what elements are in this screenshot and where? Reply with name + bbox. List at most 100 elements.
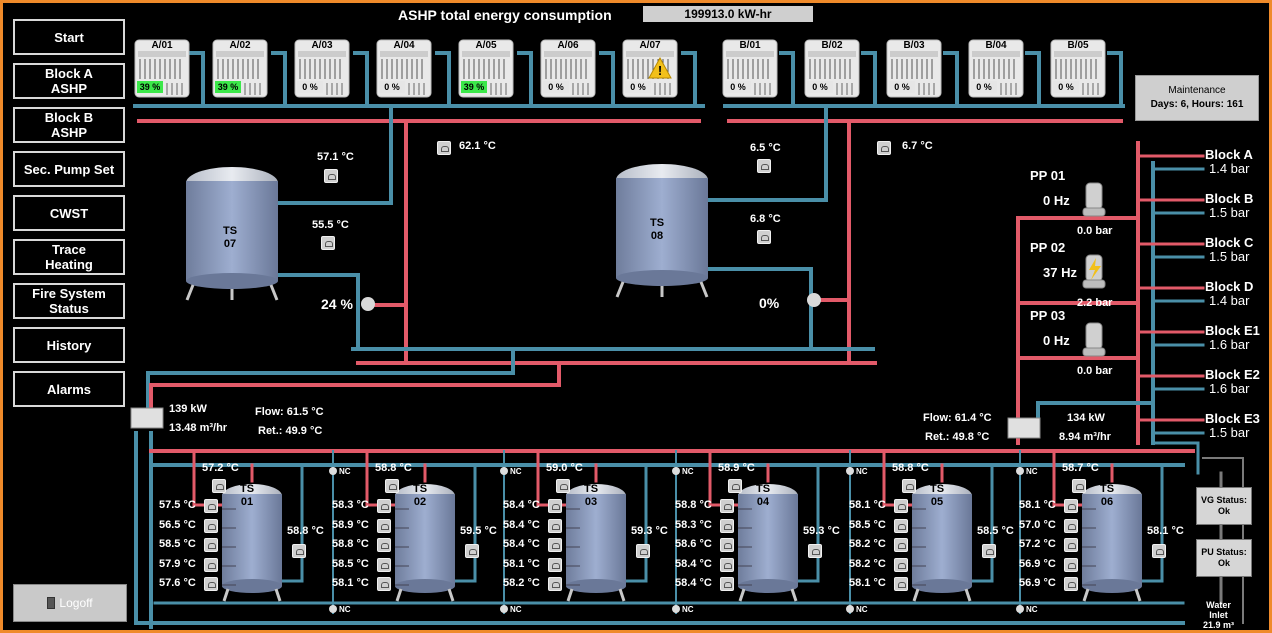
a-header-sensor-icon[interactable] [437, 141, 451, 155]
tank-layer-sensor-icon[interactable] [894, 499, 908, 513]
tank-layer-sensor-icon[interactable] [720, 538, 734, 552]
tank-layer-sensor-icon[interactable] [1064, 518, 1078, 533]
ts07-top-sensor-icon[interactable] [324, 169, 338, 183]
storage-tank-icon[interactable] [912, 484, 972, 602]
tank-layer-sensor-icon[interactable] [377, 538, 391, 552]
tank-top-sensor-icon[interactable] [902, 479, 916, 493]
tank-layer-sensor-icon[interactable] [720, 499, 734, 513]
nav-cwst-button[interactable]: CWST [13, 195, 125, 231]
tank-layer-sensor-icon[interactable] [377, 577, 391, 591]
block-name[interactable]: Block B [1205, 191, 1254, 206]
tank-top-sensor-icon[interactable] [385, 479, 399, 493]
tank-layer-sensor-icon[interactable] [1064, 557, 1078, 572]
tank-layer-sensor-icon[interactable] [548, 577, 562, 591]
nav-start-button[interactable]: Start [13, 19, 125, 55]
storage-tank-icon[interactable] [222, 484, 282, 602]
nc-valve-icon[interactable] [500, 605, 508, 613]
tank-side-sensor-icon[interactable] [982, 544, 996, 558]
tank-layer-sensor-icon[interactable] [548, 499, 562, 513]
tank-side-sensor-icon[interactable] [292, 544, 306, 558]
pump-icon[interactable] [1082, 322, 1106, 357]
warning-icon[interactable]: ! [648, 56, 672, 79]
block-name[interactable]: Block E2 [1205, 367, 1260, 382]
tank-layer-sensor-icon[interactable] [377, 499, 391, 513]
nav-fire-system-status-button[interactable]: Fire System Status [13, 283, 125, 319]
tank-layer-sensor-icon[interactable] [894, 557, 908, 572]
block-name[interactable]: Block E1 [1205, 323, 1260, 338]
tank-top-sensor-icon[interactable] [728, 479, 742, 493]
storage-tank-icon[interactable] [1082, 484, 1142, 602]
tank-layer-sensor-icon[interactable] [720, 518, 734, 533]
tank-top-sensor-icon[interactable] [212, 479, 226, 493]
tank-side-sensor-icon[interactable] [808, 544, 822, 558]
tank-layer-sensor-icon[interactable] [894, 577, 908, 591]
tank-layer-sensor-icon[interactable] [720, 577, 734, 591]
tank-top-sensor-icon[interactable] [556, 479, 570, 493]
nc-valve-icon[interactable] [1016, 605, 1024, 613]
nc-valve-icon[interactable] [500, 467, 508, 475]
tank-layer-sensor-icon[interactable] [204, 538, 218, 552]
nav-block-a-ashp-button[interactable]: Block A ASHP [13, 63, 125, 99]
pu-status[interactable]: PU Status: Ok [1196, 539, 1252, 577]
ts08-top-sensor-icon[interactable] [757, 159, 771, 173]
nav-sec-pump-set-button[interactable]: Sec. Pump Set [13, 151, 125, 187]
storage-tank-icon[interactable] [738, 484, 798, 602]
tank-layer-sensor-icon[interactable] [204, 557, 218, 572]
vg-status[interactable]: VG Status: Ok [1196, 487, 1252, 525]
nc-valve-icon[interactable] [846, 605, 854, 613]
tank-layer-sensor-icon[interactable] [548, 518, 562, 533]
tank-top-sensor-icon[interactable] [1072, 479, 1086, 493]
tank-layer-sensor-icon[interactable] [894, 538, 908, 552]
pump-icon[interactable] [1082, 182, 1106, 217]
tank-layer-sensor-icon[interactable] [1064, 499, 1078, 513]
logoff-button[interactable]: Logoff [13, 584, 127, 622]
tank-layer-sensor-icon[interactable] [377, 518, 391, 533]
maintenance-panel[interactable]: Maintenance Days: 6, Hours: 161 [1135, 75, 1259, 121]
ts08-bottom-sensor-icon[interactable] [757, 230, 771, 244]
tank-layer-sensor-icon[interactable] [204, 499, 218, 513]
nc-valve-icon[interactable] [672, 605, 680, 613]
block-name[interactable]: Block E3 [1205, 411, 1260, 426]
nc-valve-icon[interactable] [1016, 467, 1024, 475]
tank-layer-sensor-icon[interactable] [548, 557, 562, 572]
nav-alarms-button[interactable]: Alarms [13, 371, 125, 407]
nc-valve-icon[interactable] [846, 467, 854, 475]
pump-icon[interactable] [1082, 254, 1106, 289]
tank-side-sensor-icon[interactable] [1152, 544, 1166, 558]
block-name[interactable]: Block A [1205, 147, 1253, 162]
tank-layer-sensor-icon[interactable] [1064, 538, 1078, 552]
storage-tank-icon[interactable] [566, 484, 626, 602]
b-header-sensor-icon[interactable] [877, 141, 891, 155]
tank-layer-sensor-icon[interactable] [1064, 577, 1078, 591]
ts07-bottom-sensor-icon[interactable] [321, 236, 335, 250]
nav-history-button[interactable]: History [13, 327, 125, 363]
nc-valve-icon[interactable] [329, 467, 337, 475]
tank-layer-sensor-icon[interactable] [548, 538, 562, 552]
block-name[interactable]: Block C [1205, 235, 1254, 250]
nav-trace-heating-button[interactable]: Trace Heating [13, 239, 125, 275]
tank-layer-sensor-icon[interactable] [204, 518, 218, 533]
nc-valve-icon[interactable] [672, 467, 680, 475]
tank-side-sensor-icon[interactable] [465, 544, 479, 558]
block-name[interactable]: Block D [1205, 279, 1254, 294]
storage-tank-icon[interactable] [395, 484, 455, 602]
nc-valve-icon[interactable] [329, 605, 337, 613]
nav-block-b-ashp-button[interactable]: Block B ASHP [13, 107, 125, 143]
tank-side-sensor-icon[interactable] [636, 544, 650, 558]
tank-layer-sensor-icon[interactable] [720, 557, 734, 572]
tank-layer-sensor-icon[interactable] [204, 577, 218, 591]
tank-layer-sensor-icon[interactable] [894, 518, 908, 533]
tank-layer-sensor-icon[interactable] [377, 557, 391, 572]
